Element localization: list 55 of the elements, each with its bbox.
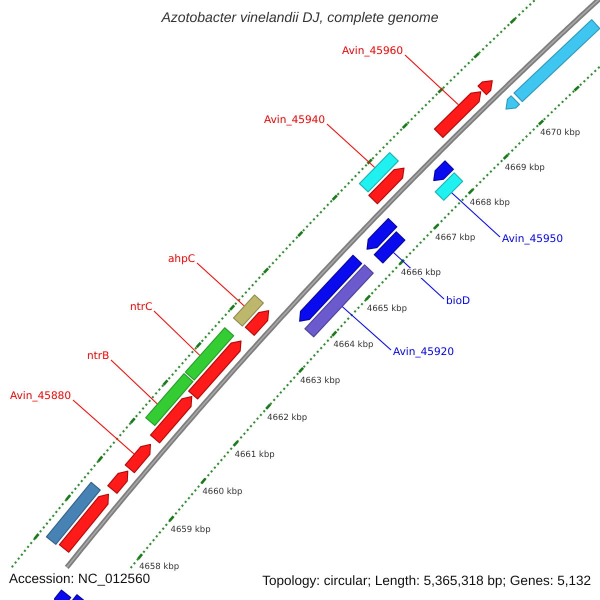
gene-pointer — [150, 396, 192, 444]
scale-label: 4659 kbp — [170, 524, 211, 535]
scale-label: 4658 kbp — [139, 562, 180, 573]
gene-pointer — [188, 340, 242, 400]
gene-pointer — [54, 590, 72, 600]
gene-label: ntrB — [87, 350, 110, 362]
scale-label: 4670 kbp — [540, 128, 580, 139]
gene-pointer — [434, 91, 482, 138]
leader-line — [404, 54, 459, 106]
scale-label: 4665 kbp — [366, 304, 407, 314]
gene-bar — [514, 19, 600, 102]
scale-label: 4666 kbp — [400, 268, 441, 278]
gene-bar — [233, 294, 264, 327]
leader-line — [342, 306, 392, 350]
scale-label: 4669 kbp — [504, 162, 545, 174]
gene-pointer — [478, 80, 493, 96]
gene-label: ntrC — [130, 300, 152, 314]
gene-label: Avin_45880 — [10, 390, 72, 402]
gene-bar — [145, 373, 194, 426]
scale-label: 4667 kbp — [435, 232, 476, 243]
gene-pointer — [366, 218, 398, 250]
leader-line — [451, 192, 500, 238]
scale-label: 4660 kbp — [202, 486, 242, 498]
gene-bar — [358, 152, 399, 192]
scale-label: 4663 kbp — [300, 376, 340, 386]
scale-label: 4662 kbp — [267, 412, 308, 423]
genome-stats-text: Topology: circular; Length: 5,365,318 bp; Genes: 5,132 — [262, 573, 591, 590]
gene-label: ahpC — [168, 252, 196, 266]
gene-pointer — [244, 310, 270, 336]
gene-label: Avin_45960 — [342, 44, 404, 58]
leader-line — [154, 310, 200, 356]
gene-pointer — [107, 470, 128, 494]
gene-label: Avin_45940 — [264, 114, 326, 126]
gene-pointer — [299, 254, 362, 322]
gene-bar — [184, 327, 234, 381]
gene-bar — [374, 231, 406, 264]
gene-pointer — [368, 168, 404, 204]
gene-pointer — [433, 160, 454, 182]
leader-line — [196, 262, 244, 306]
scale-label: 4664 kbp — [333, 340, 374, 350]
diagram-title: Azotobacter vinelandii DJ, complete genome — [160, 9, 440, 26]
leader-line — [110, 360, 158, 404]
accession-text: Accession: NC_012560 — [9, 571, 150, 588]
gene-bar — [434, 172, 464, 201]
scale-label: 4661 kbp — [234, 450, 275, 460]
gene-bar — [46, 482, 101, 545]
leader-line — [72, 400, 134, 454]
leader-line — [326, 124, 375, 168]
gene-pointer — [58, 494, 109, 553]
gene-pointer — [506, 95, 520, 110]
gene-pointer — [124, 444, 151, 474]
gene-label: Avin_45950 — [502, 232, 564, 246]
gene-label: Avin_45920 — [393, 346, 454, 358]
gene-label: bioD — [446, 294, 470, 308]
scale-label: 4668 kbp — [470, 198, 510, 208]
